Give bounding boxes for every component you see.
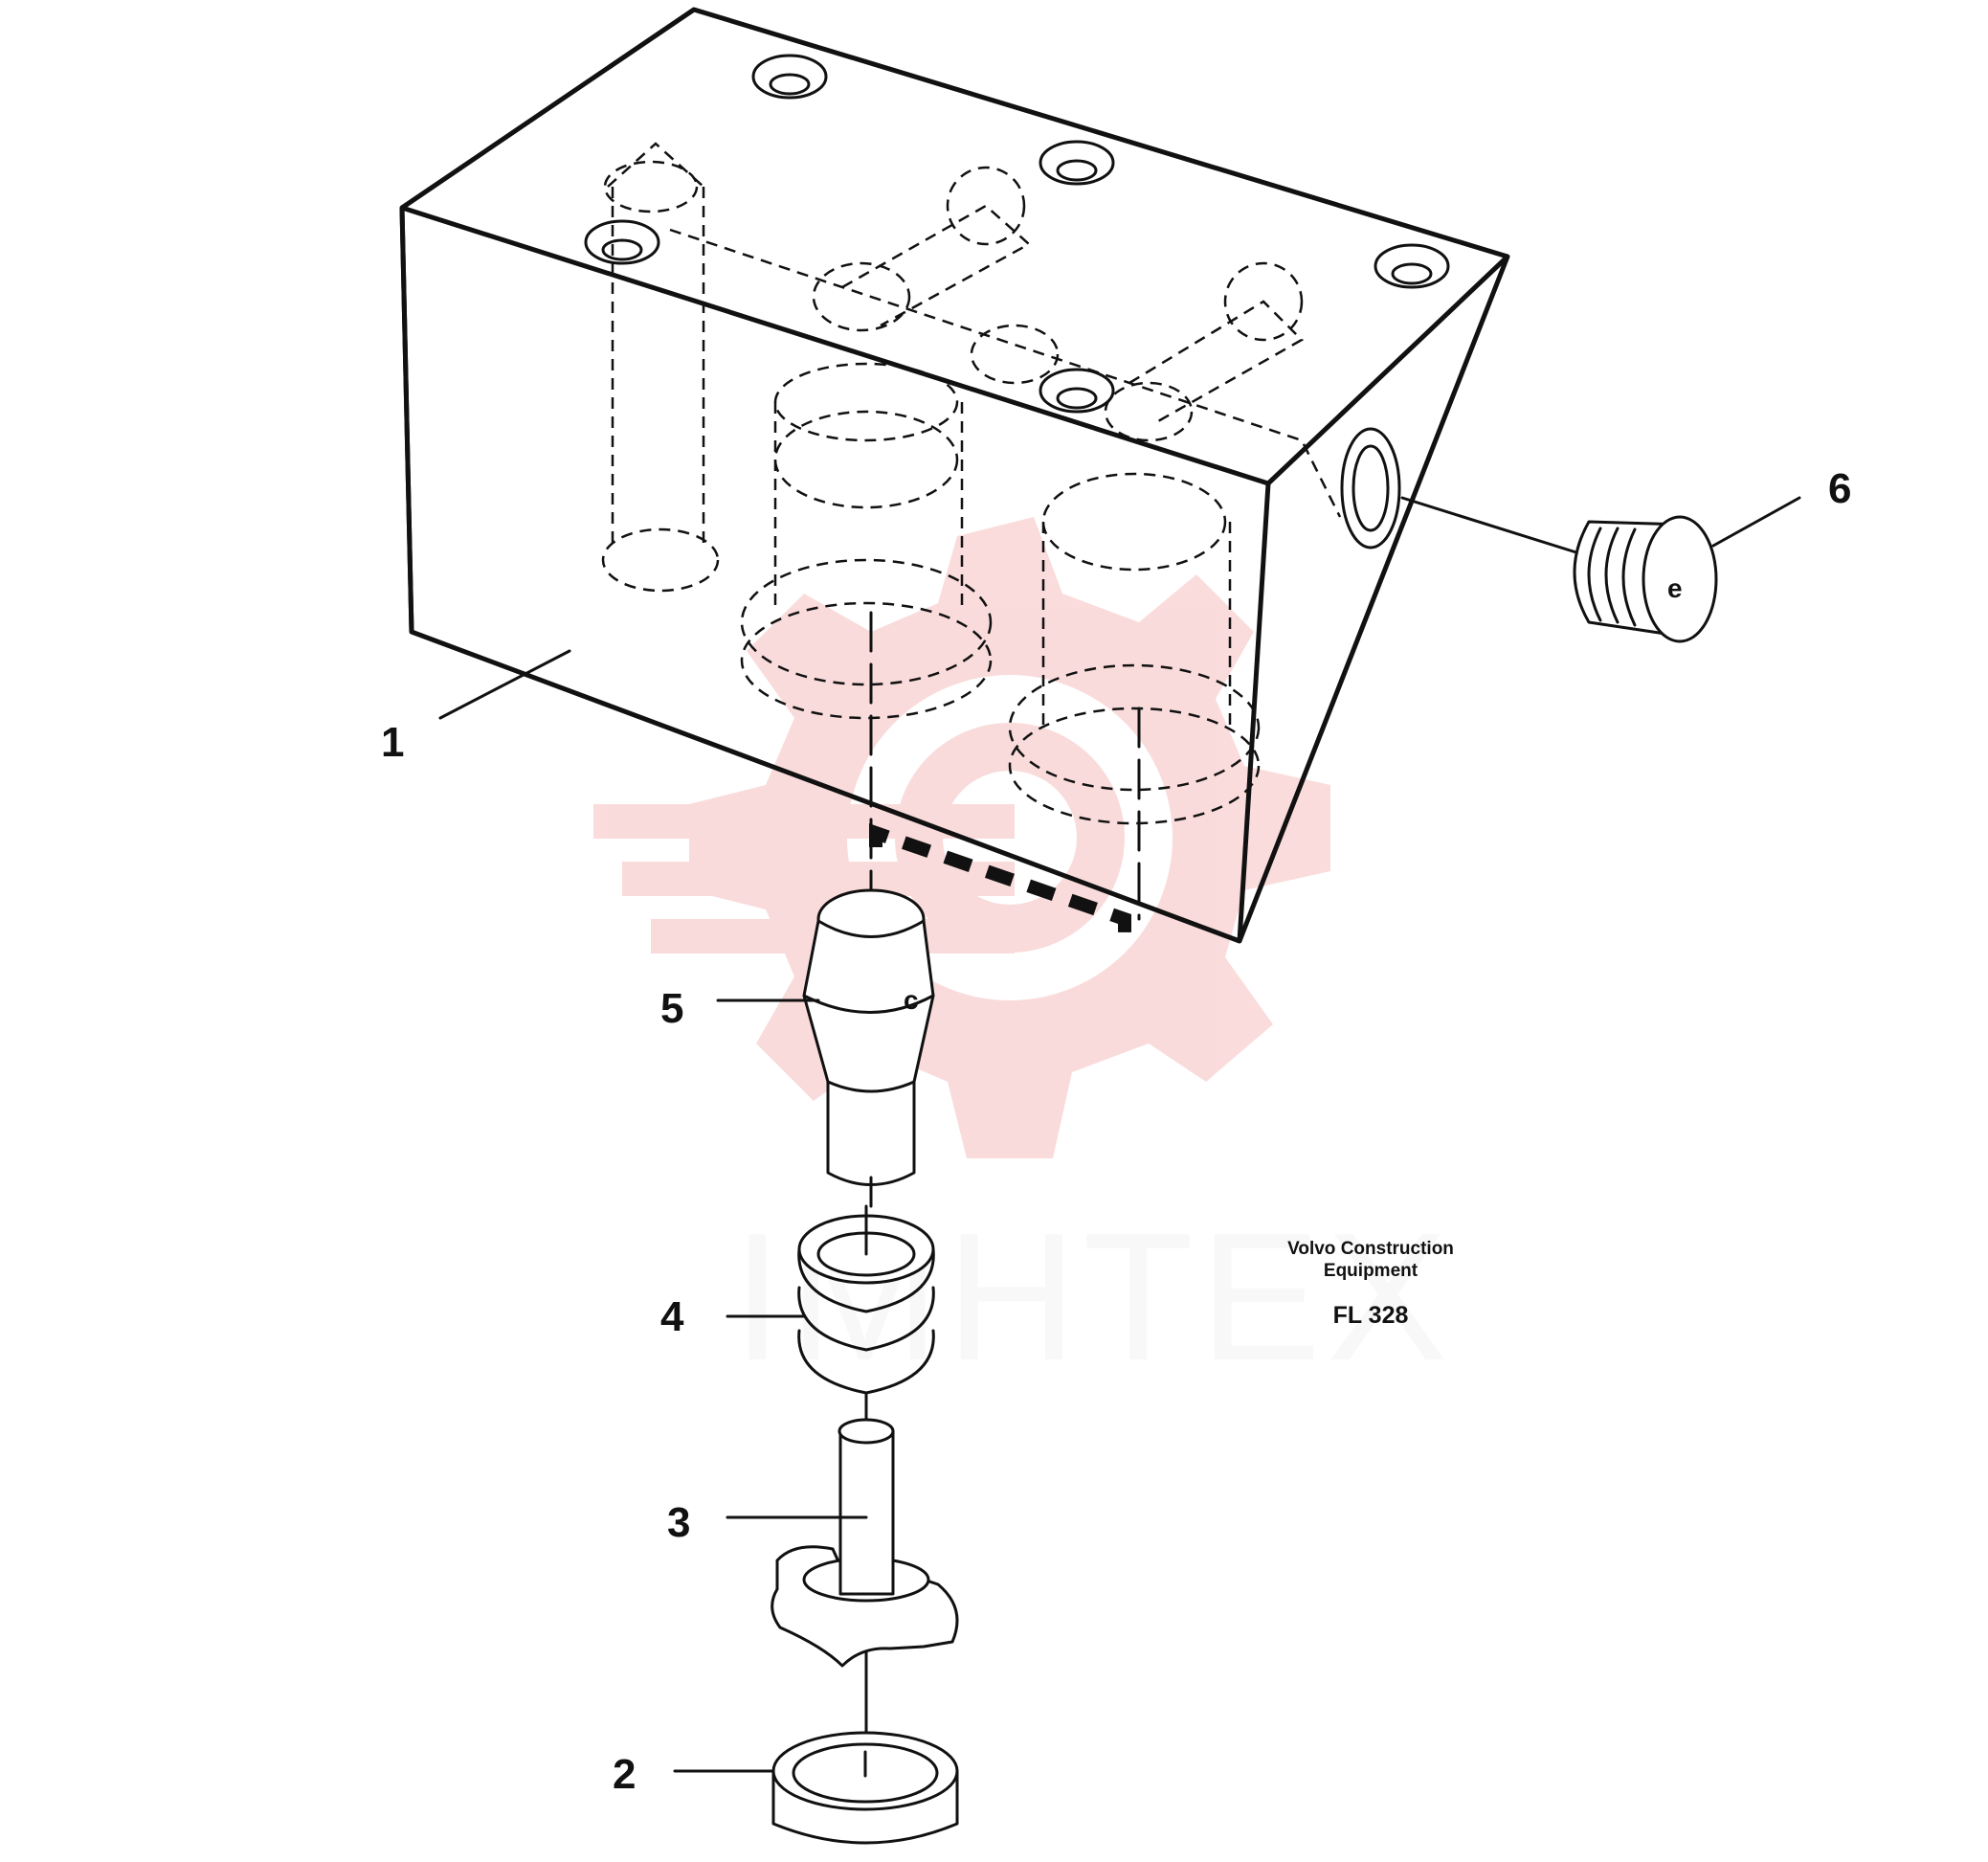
- valve-block: [399, 7, 1510, 944]
- callout-4: 4: [660, 1293, 684, 1340]
- callout-2: 2: [613, 1751, 636, 1798]
- callout-3: 3: [667, 1499, 690, 1546]
- caption-line-2: Equipment: [1324, 1261, 1418, 1281]
- pin-part: [771, 1418, 959, 1768]
- leader-lines: [438, 496, 1801, 1773]
- spring-part: [797, 1204, 935, 1428]
- caption-line-1: Volvo Construction: [1287, 1239, 1454, 1259]
- callout-labels: 1 2 3 4 5 6: [381, 465, 1851, 1798]
- callout-5: 5: [660, 985, 683, 1032]
- seat-ring-part: [771, 1731, 959, 1845]
- figure-code: FL 328: [1333, 1302, 1409, 1329]
- caption: Volvo Construction Equipment FL 328: [1287, 1239, 1454, 1329]
- svg-text:e: e: [1667, 573, 1683, 603]
- svg-text:c: c: [904, 985, 919, 1015]
- callout-6: 6: [1828, 465, 1851, 512]
- poppet-part: c: [802, 888, 935, 1208]
- callout-1: 1: [381, 719, 404, 766]
- plug-part: e: [1400, 496, 1718, 643]
